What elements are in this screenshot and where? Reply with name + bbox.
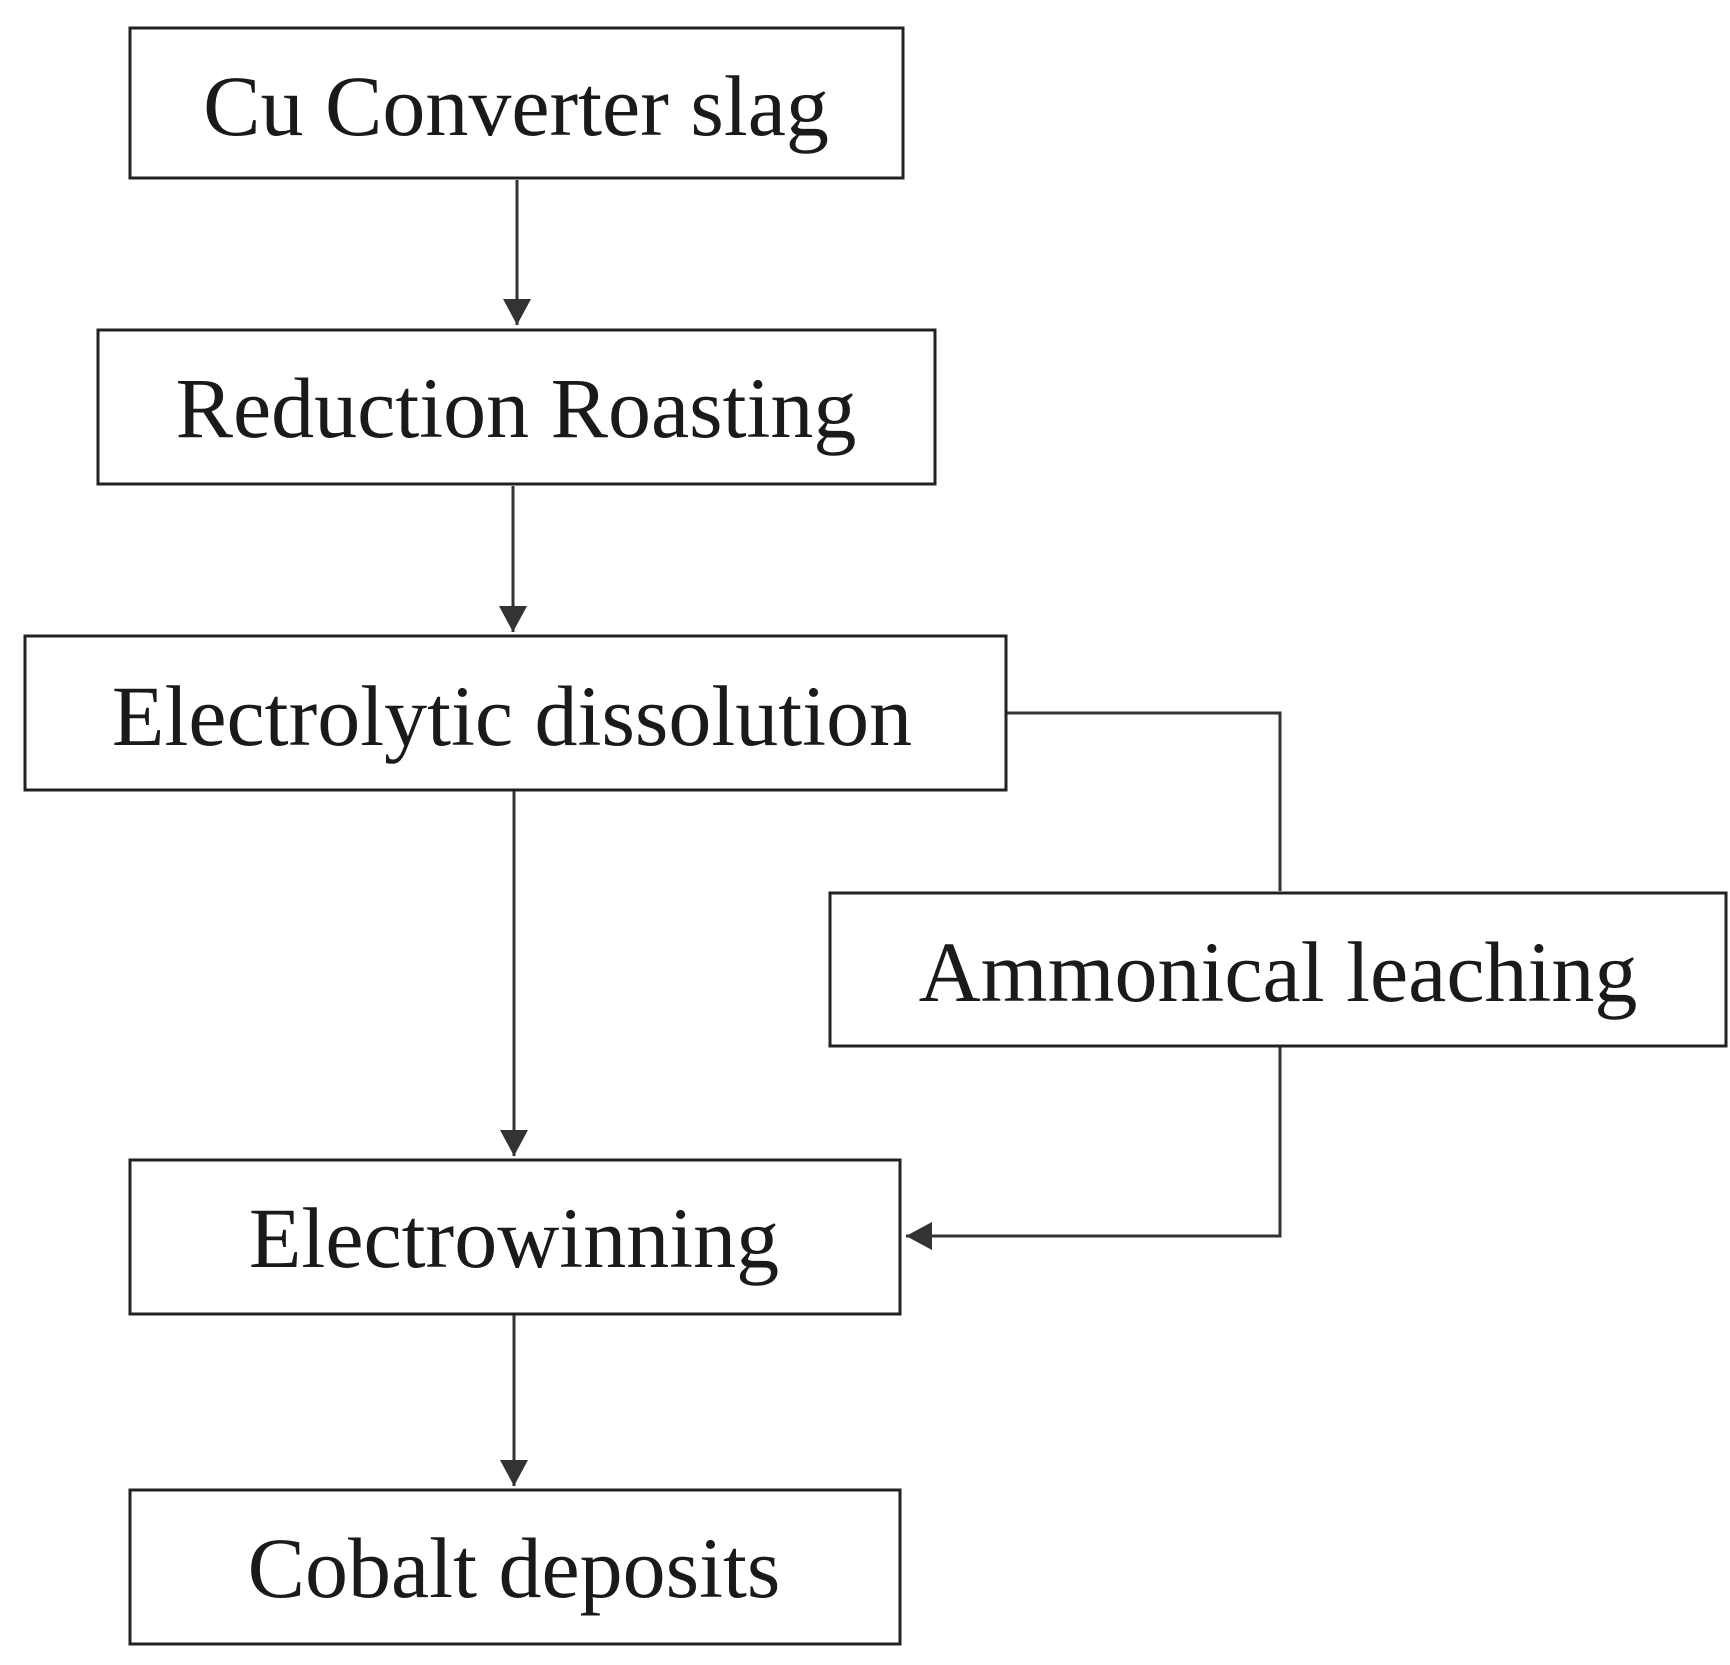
node-cobalt-deposits: Cobalt deposits (128, 1488, 902, 1646)
node-label: Electrowinning (249, 1190, 779, 1286)
node-cu-converter-slag: Cu Converter slag (128, 26, 905, 180)
connector-dissolution-to-leaching (1006, 711, 1282, 891)
node-label: Electrolytic dissolution (112, 668, 912, 764)
node-label: Reduction Roasting (176, 360, 857, 456)
node-label: Cobalt deposits (248, 1520, 781, 1616)
node-label: Ammonical leaching (919, 924, 1638, 1020)
node-reduction-roasting: Reduction Roasting (96, 328, 937, 486)
arrow-leaching-to-electrowinning (906, 1047, 1282, 1250)
node-electrolytic-dissolution: Electrolytic dissolution (23, 634, 1008, 792)
node-electrowinning: Electrowinning (128, 1158, 902, 1316)
node-label: Cu Converter slag (203, 58, 829, 154)
edges (499, 180, 1282, 1486)
node-ammonical-leaching: Ammonical leaching (828, 891, 1728, 1048)
